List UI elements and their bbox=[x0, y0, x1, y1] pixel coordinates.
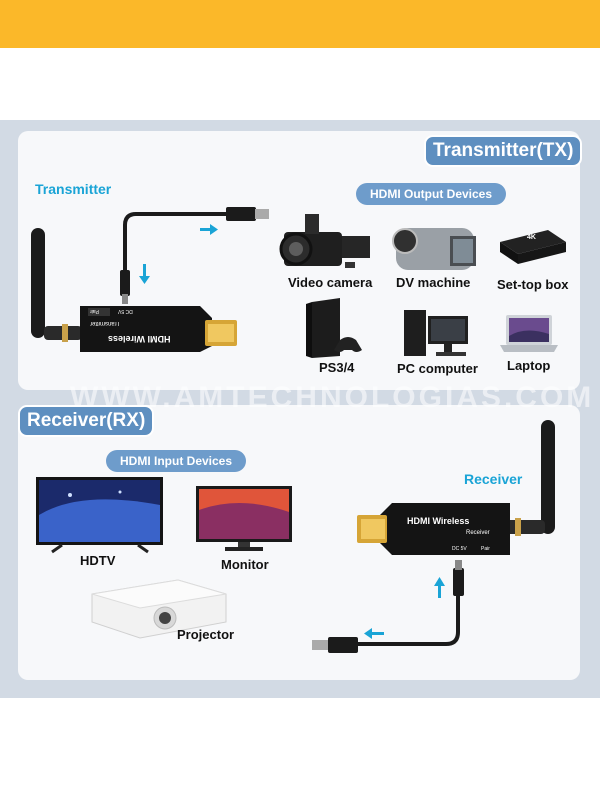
transmitter-dongle-icon bbox=[80, 306, 237, 352]
laptop-icon bbox=[500, 315, 558, 352]
transmitter-antenna-icon bbox=[31, 228, 82, 342]
device-label-ps34: PS3/4 bbox=[319, 360, 355, 375]
pc-computer-icon bbox=[404, 310, 468, 356]
device-label-hdtv: HDTV bbox=[80, 553, 116, 568]
ps4-icon bbox=[306, 298, 362, 358]
device-label-projector: Projector bbox=[177, 627, 235, 642]
monitor-icon bbox=[196, 486, 292, 551]
device-label-laptop: Laptop bbox=[507, 358, 551, 373]
device-label-set-top-box: Set-top box bbox=[497, 277, 569, 292]
set-top-box-logo: 4K bbox=[527, 234, 536, 241]
video-camera-icon bbox=[279, 214, 370, 268]
set-top-box-icon bbox=[500, 230, 566, 264]
receiver-antenna-icon bbox=[505, 420, 555, 536]
receiver-tab: Receiver(RX) bbox=[18, 405, 155, 437]
transmitter-port-pair: Pair bbox=[90, 308, 99, 314]
transmitter-label: Transmitter bbox=[35, 181, 112, 197]
hdtv-icon bbox=[36, 477, 163, 554]
output-devices-heading: HDMI Output Devices bbox=[356, 183, 507, 205]
receiver-label: Receiver bbox=[464, 471, 523, 487]
projector-icon bbox=[91, 579, 227, 639]
accent-bar bbox=[0, 0, 600, 48]
receiver-dongle-icon bbox=[357, 503, 510, 555]
transmitter-dongle-brand: HDMI Wireless bbox=[108, 334, 171, 344]
transmitter-dongle-model: Transmitter bbox=[90, 320, 121, 326]
receiver-cable-icon bbox=[312, 560, 464, 653]
device-label-video-camera: Video camera bbox=[288, 275, 373, 290]
transmitter-tab: Transmitter(TX) bbox=[424, 135, 583, 167]
receiver-dongle-brand: HDMI Wireless bbox=[407, 516, 470, 526]
device-label-pc-computer: PC computer bbox=[397, 361, 478, 376]
receiver-port-pair: Pair bbox=[481, 546, 490, 552]
dv-machine-icon bbox=[392, 228, 476, 270]
device-label-dv-machine: DV machine bbox=[396, 275, 471, 290]
watermark: WWW.AMTECHNOLOGIAS.COM bbox=[70, 381, 595, 414]
transmitter-cable-icon bbox=[120, 207, 269, 304]
transmitter-arrow-icon bbox=[139, 224, 218, 284]
device-label-monitor: Monitor bbox=[221, 557, 269, 572]
receiver-dongle-model: Receiver bbox=[466, 530, 490, 536]
receiver-arrow-icon bbox=[364, 577, 445, 639]
transmitter-port-power: DC 5V bbox=[118, 308, 133, 314]
receiver-port-power: DC 5V bbox=[452, 546, 467, 552]
input-devices-heading: HDMI Input Devices bbox=[106, 450, 247, 472]
